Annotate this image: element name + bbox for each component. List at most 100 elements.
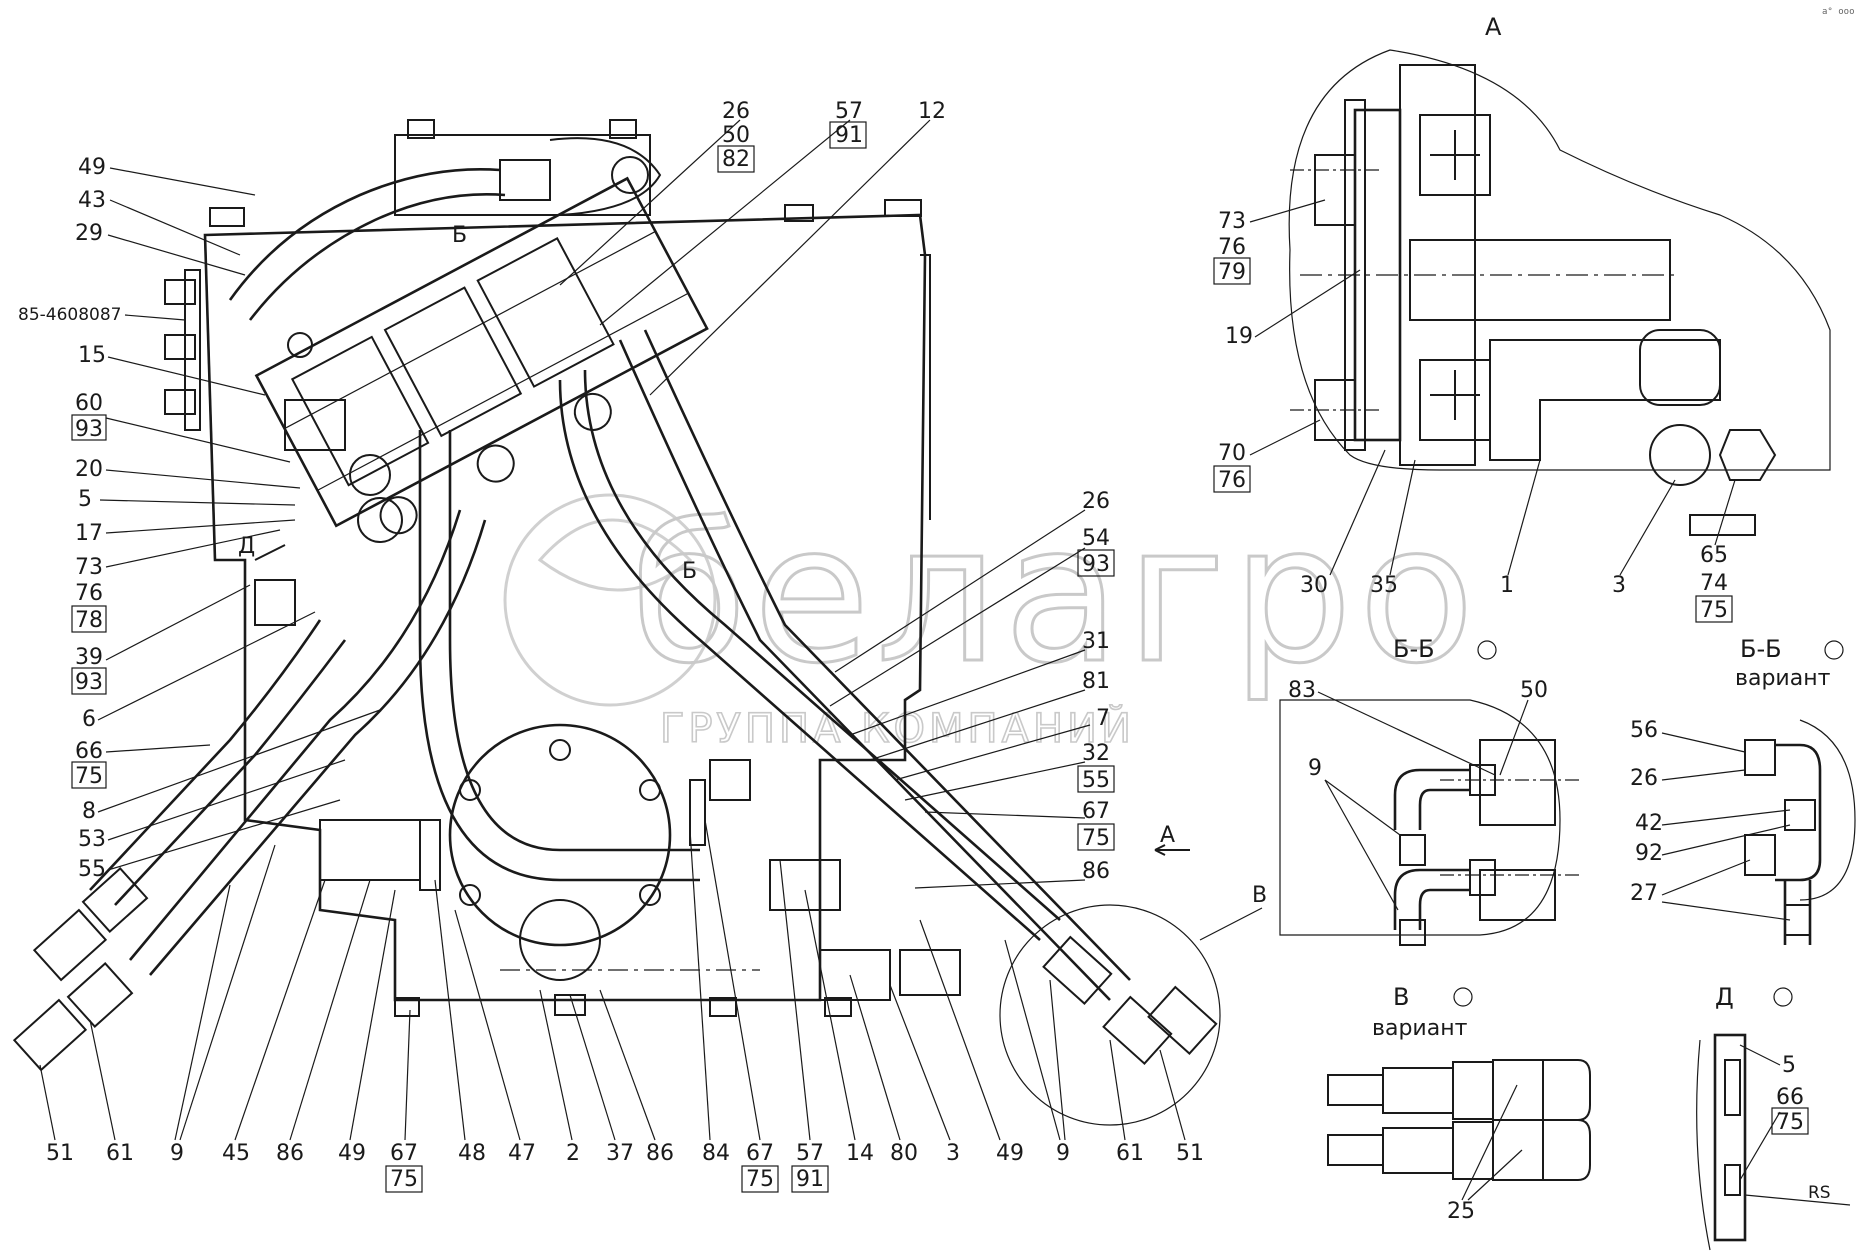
view-A-shaft [1409, 239, 1671, 321]
callouts-bottom: 51 61 9 45 86 49 67 75 48 47 2 37 86 84 … [39, 819, 1204, 1193]
callouts-section-BB-variant: 56 26 42 92 27 [1630, 718, 1791, 921]
top-bolts [209, 119, 922, 227]
callout-43: 43 [78, 188, 106, 213]
callout-39: 39 [75, 645, 103, 670]
upper-pipe-fitting [499, 159, 551, 201]
callout-8: 8 [82, 799, 96, 824]
section-marker-B-top: Б [452, 223, 467, 248]
watermark-logo-leaf [537, 518, 693, 592]
callout-right-26: 26 [1082, 489, 1110, 514]
callout-bottom-86-b: 86 [646, 1141, 674, 1166]
callout-bottom-9-a: 9 [170, 1141, 184, 1166]
view-A-bolt-top [1314, 154, 1356, 226]
section-BB-variant: Б-Б вариант [1735, 635, 1856, 945]
view-D-symbol [1773, 987, 1793, 1007]
callout-bottom-14: 14 [846, 1141, 874, 1166]
section-BB-block [1479, 739, 1556, 826]
section-BB-symbol [1477, 640, 1497, 660]
callout-bottom-37: 37 [606, 1141, 634, 1166]
section-BB-variant-title: Б-Б [1740, 635, 1782, 663]
callout-right-7: 7 [1096, 706, 1110, 731]
callout-bottom-9-b: 9 [1056, 1141, 1070, 1166]
view-arrow-A [1154, 844, 1190, 856]
callout-A-70: 70 [1218, 441, 1246, 466]
view-arrow-D [254, 544, 286, 561]
corner-mark: а° ооо [1822, 7, 1855, 17]
callout-A-19: 19 [1225, 324, 1253, 349]
callout-BBv-56: 56 [1630, 718, 1658, 743]
hose-left-1-b [114, 639, 347, 906]
callout-D-5: 5 [1782, 1053, 1796, 1078]
view-V-caption: вариант [1372, 1016, 1468, 1041]
view-A-bottom-bolt [1689, 514, 1756, 536]
callout-85-4608087: 85-4608087 [18, 305, 121, 325]
left-fittings [254, 332, 403, 626]
callout-BB-83: 83 [1288, 678, 1316, 703]
callout-20: 20 [75, 457, 103, 482]
callout-A-75: 75 [1700, 598, 1728, 623]
callout-6: 6 [82, 707, 96, 732]
section-BB-variant-fitting-mid [1744, 834, 1776, 876]
callout-D-66: 66 [1776, 1085, 1804, 1110]
callout-A-30: 30 [1300, 573, 1328, 598]
callout-top-50: 50 [722, 123, 750, 148]
main-assembly [12, 119, 1218, 1072]
u-pipe-a [418, 430, 700, 882]
callout-bottom-84: 84 [702, 1141, 730, 1166]
callout-5: 5 [78, 487, 92, 512]
view-A-breakline [1288, 49, 1831, 471]
callout-bottom-3: 3 [946, 1141, 960, 1166]
callout-bottom-49-b: 49 [996, 1141, 1024, 1166]
housing-left-edge [204, 234, 216, 561]
callout-75: 75 [75, 764, 103, 789]
callout-bottom-67-a: 67 [390, 1141, 418, 1166]
callout-top-91: 91 [835, 123, 863, 148]
callout-bottom-61-b: 61 [1116, 1141, 1144, 1166]
callouts-view-A: 73 76 79 19 70 76 30 35 1 3 65 74 75 [1213, 199, 1736, 623]
detail-circle-V [999, 904, 1221, 1126]
callout-bottom-80: 80 [890, 1141, 918, 1166]
callout-top-57: 57 [835, 99, 863, 124]
watermark-brand: белагро [630, 484, 1481, 705]
callout-bottom-48: 48 [458, 1141, 486, 1166]
top-boss [549, 137, 662, 216]
hose-left-1-a [89, 619, 322, 891]
callouts-section-BB: 83 50 9 [1288, 678, 1548, 911]
callout-bottom-67-b: 67 [746, 1141, 774, 1166]
callout-bottom-57: 57 [796, 1141, 824, 1166]
callout-right-86: 86 [1082, 859, 1110, 884]
upper-pipe-inner [248, 193, 506, 321]
view-D: Д [1696, 983, 1851, 1251]
callout-73: 73 [75, 555, 103, 580]
lower-fittings [319, 759, 961, 1001]
hose-right-1-b [583, 369, 1061, 921]
callout-bottom-2: 2 [566, 1141, 580, 1166]
callout-A-76b: 76 [1218, 468, 1246, 493]
callout-BB-50: 50 [1520, 678, 1548, 703]
callout-bottom-51-b: 51 [1176, 1141, 1204, 1166]
callouts-top: 26 50 82 57 91 12 [559, 99, 946, 396]
view-V-symbol [1453, 987, 1473, 1007]
callout-right-75: 75 [1082, 826, 1110, 851]
callout-bottom-75-a: 75 [390, 1167, 418, 1192]
hose-right-1-a [558, 379, 1041, 941]
view-A-plug-hole [1649, 424, 1711, 486]
view-A-plug [1639, 329, 1721, 406]
section-BB-breakline [1279, 699, 1561, 936]
callout-A-79: 79 [1218, 260, 1246, 285]
view-D-plate [1713, 1033, 1747, 1242]
view-A-bearing-top [1419, 114, 1491, 196]
view-marker-D: Д [238, 534, 255, 559]
view-A-hex-nut [1718, 429, 1777, 481]
section-BB-variant-fitting-top [1744, 739, 1776, 776]
section-BB-title: Б-Б [1393, 635, 1435, 663]
bottom-bolts [394, 994, 852, 1017]
right-hose-ends [1042, 935, 1218, 1066]
callout-D-75: 75 [1776, 1110, 1804, 1135]
watermark-logo-ring [503, 493, 717, 707]
callout-bottom-49-a: 49 [338, 1141, 366, 1166]
section-marker-B-bottom: Б [682, 559, 697, 584]
section-BB: Б-Б [1279, 635, 1580, 946]
